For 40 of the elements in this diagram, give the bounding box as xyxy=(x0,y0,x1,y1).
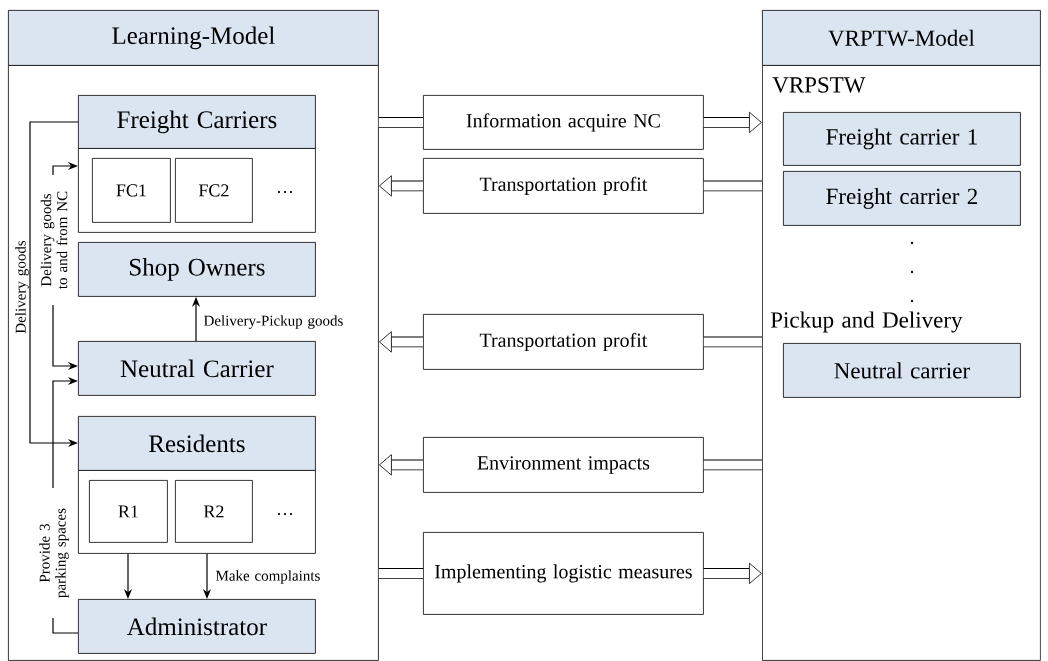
member-box: R1 xyxy=(89,480,168,543)
arrow xyxy=(379,331,423,353)
entity-box: Administrator xyxy=(78,599,316,654)
edge-label: Delivery goods xyxy=(15,240,29,334)
flow-box: Environment impacts xyxy=(423,437,704,493)
header-box: Freight Carriers xyxy=(78,95,316,149)
ellipsis: … xyxy=(277,190,293,194)
flow-box: Transportation profit xyxy=(423,314,704,370)
connector-line xyxy=(378,117,423,128)
flow-box: Implementing logistic measures xyxy=(423,532,704,615)
arrow xyxy=(703,562,762,585)
member-box: FC2 xyxy=(175,158,253,223)
edge-label: Make complaints xyxy=(216,570,320,584)
ellipsis: … xyxy=(277,512,293,516)
connector-line xyxy=(703,459,762,471)
flow-box: Transportation profit xyxy=(423,158,704,214)
connector-line xyxy=(378,568,423,579)
header-box: Learning-Model xyxy=(8,10,379,66)
member-box: FC1 xyxy=(92,158,171,223)
dot: . xyxy=(910,270,914,274)
header-box: Residents xyxy=(78,416,316,471)
entity-box: Freight carrier 2 xyxy=(783,171,1021,226)
entity-box: Neutral Carrier xyxy=(78,341,316,396)
flow-box: Information acquire NC xyxy=(423,95,704,150)
arrow xyxy=(379,175,423,197)
entity-box: Neutral carrier xyxy=(783,343,1021,398)
entity-box: Shop Owners xyxy=(78,242,316,297)
edge-label: Delivery goods to and from NC xyxy=(39,175,69,305)
entity-box: Freight carrier 1 xyxy=(783,112,1021,166)
section-heading: VRPSTW xyxy=(772,77,866,93)
header-box: VRPTW-Model xyxy=(762,10,1041,66)
edge-label: Provide 3 parking spaces xyxy=(38,488,70,618)
edge-label: Delivery-Pickup goods xyxy=(204,315,343,329)
arrow xyxy=(703,111,762,133)
member-box: R2 xyxy=(175,480,253,543)
connector-line xyxy=(703,336,762,348)
section-heading: Pickup and Delivery xyxy=(770,311,963,333)
arrow xyxy=(379,454,423,476)
dot: . xyxy=(910,299,914,303)
connector-line xyxy=(703,180,762,192)
